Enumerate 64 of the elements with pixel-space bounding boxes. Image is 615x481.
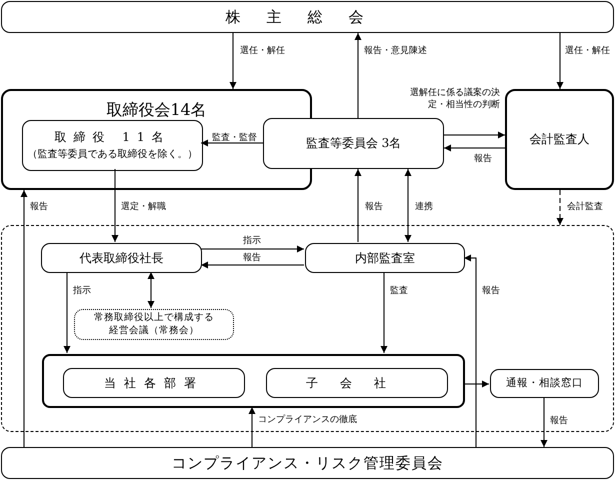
arrow: [444, 132, 506, 138]
group-box: [42, 354, 465, 408]
arrow: [464, 254, 476, 448]
meeting-box: [74, 309, 234, 340]
arrow: [200, 246, 304, 252]
box-label: 取締役 11名: [54, 129, 171, 146]
meeting-box: [1, 1, 614, 33]
arrow: [354, 168, 362, 242]
edge-label: 選解任に係る議案の決定・相当性の判断: [409, 88, 500, 112]
edge-label: 報告: [482, 286, 500, 297]
box-label: 常務取締役以上で構成する経営会議（常務会）: [93, 312, 215, 338]
auditor-box: [505, 89, 614, 190]
arrow: [200, 140, 264, 146]
arrow: [556, 190, 564, 226]
edge-label: 選定・解職: [121, 202, 166, 213]
arrow: [354, 32, 362, 118]
edge-label: 報告: [30, 202, 48, 213]
arrow: [112, 168, 118, 242]
box-label: コンプライアンス・リスク管理委員会: [172, 452, 444, 474]
arrow: [248, 406, 256, 448]
edge-label: 報告: [243, 253, 261, 264]
group-region: [1, 225, 614, 432]
rounded-box: [490, 369, 599, 398]
arrow: [148, 272, 154, 308]
edge-label: 指示: [243, 236, 261, 247]
arrow: [20, 190, 28, 448]
edge-label: コンプライアンスの徹底: [258, 415, 357, 426]
edge-label: 選任・解任: [565, 46, 610, 57]
arrow: [200, 262, 304, 268]
edge-label: 監査: [390, 286, 408, 297]
rounded-box: [41, 243, 202, 273]
arrow: [64, 272, 70, 354]
box-label: 内部監査室: [355, 250, 415, 266]
rounded-box: [305, 243, 465, 273]
edge-label: 連携: [415, 202, 433, 213]
arrow: [464, 380, 490, 388]
box-label: 通報・相談窓口: [506, 376, 583, 391]
box-label: 監査等委員会 3名: [306, 135, 402, 152]
committee-box: [1, 447, 614, 479]
arrow: [404, 168, 412, 242]
arrow: [380, 272, 388, 354]
arrow: [230, 32, 236, 90]
rounded-box: [22, 120, 203, 171]
edge-label: 報告: [365, 202, 383, 213]
rounded-box: [266, 368, 448, 398]
box-label: 株主総会: [226, 6, 390, 28]
edge-label: 監査・監督: [212, 133, 257, 144]
box-label: 取締役会14名: [106, 99, 207, 121]
committee-box: [263, 118, 444, 169]
box-note: （監査等委員である取締役を除く。）: [28, 148, 198, 162]
edge-label: 報告: [550, 416, 568, 427]
edge-label: 会計監査: [567, 202, 603, 213]
edge-label: 報告: [474, 154, 492, 165]
box-label: 代表取締役社長: [80, 250, 164, 266]
edge-label: 報告・意見陳述: [364, 46, 427, 57]
arrow: [556, 32, 564, 90]
rounded-box: [63, 368, 245, 398]
box-label: 会計監査人: [530, 131, 590, 148]
arrow: [444, 144, 506, 152]
box-label: 当社各部署: [104, 374, 204, 392]
box-label: 子会社: [306, 374, 408, 392]
edge-label: 指示: [73, 286, 91, 297]
arrow: [540, 396, 548, 448]
edge-label: 選任・解任: [240, 46, 285, 57]
